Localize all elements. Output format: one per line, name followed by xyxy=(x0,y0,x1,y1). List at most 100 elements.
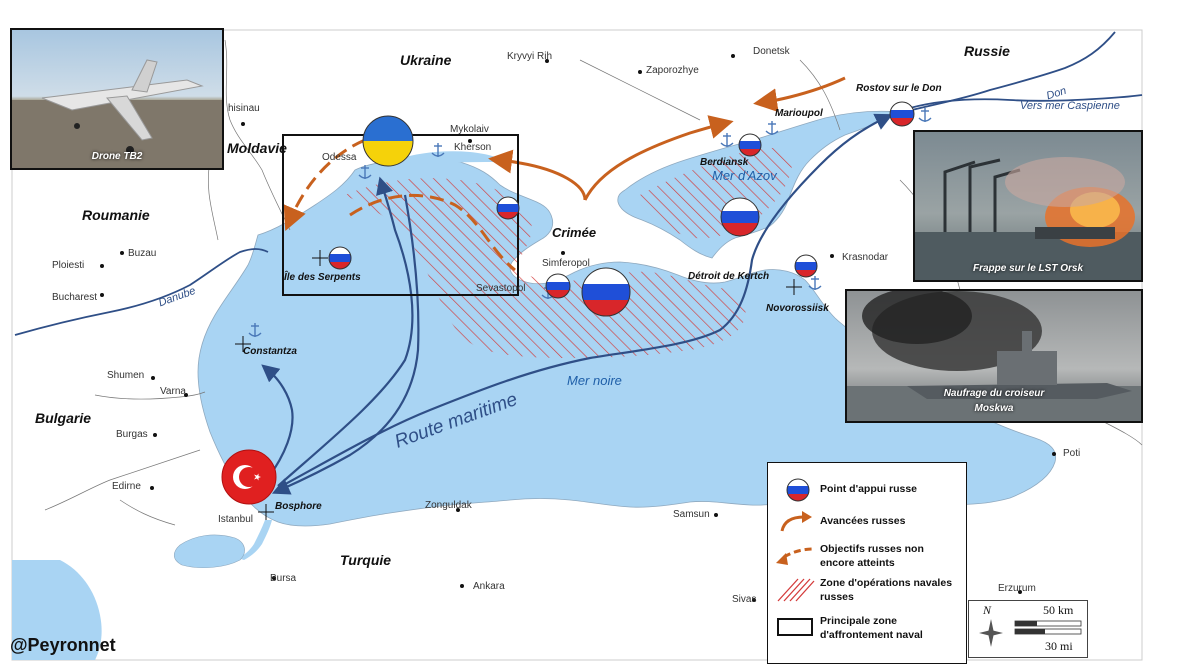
aegean-edge xyxy=(12,560,102,660)
route-odessa-bosphore xyxy=(271,194,420,495)
base-constantza: Constantza xyxy=(243,346,297,357)
city-sivas: Sivas xyxy=(732,594,757,605)
city-erzurum: Erzurum xyxy=(998,583,1036,594)
advance-arrow-northeast xyxy=(583,115,734,201)
naval-operations-zone xyxy=(345,178,746,358)
russian-flag-kertch xyxy=(720,197,760,237)
photo-drone: Drone TB2 xyxy=(10,28,224,170)
label-crimee: Crimée xyxy=(552,225,597,240)
don-river xyxy=(899,31,1116,114)
city-chisinau: hisinau xyxy=(228,103,260,114)
city-mykolaiv: Mykolaiv xyxy=(450,124,489,135)
legend-zone-label-1: Zone d'opérations navales xyxy=(820,577,953,589)
legend-hatch-icon xyxy=(777,578,815,602)
base-detroit-kertch: Détroit de Kertch xyxy=(688,271,770,282)
maritime-route xyxy=(277,113,893,489)
city-bucharest: Bucharest xyxy=(52,292,98,303)
label-ukraine: Ukraine xyxy=(400,52,452,68)
russian-flag-novorossiisk xyxy=(794,254,818,278)
caption-moskwa-1: Naufrage du croiseur xyxy=(943,388,1045,399)
legend-principale-label-1: Principale zone xyxy=(820,615,898,627)
caspian-river xyxy=(909,94,1143,109)
watermark: @Peyronnet xyxy=(10,635,116,655)
compass-rose-icon xyxy=(979,619,1003,647)
legend-dashed-arrow-icon xyxy=(776,547,815,565)
scale-box: N 50 km 30 mi xyxy=(968,600,1088,658)
drone-illustration xyxy=(12,59,222,168)
legend-zone-label-2: russes xyxy=(820,591,854,603)
legend-objectifs-label-2: encore atteints xyxy=(820,557,895,569)
route-to-constantza xyxy=(261,364,294,479)
russian-flag-ile-serpents xyxy=(328,246,352,270)
city-zonguldak: Zonguldak xyxy=(425,500,472,511)
caption-drone: Drone TB2 xyxy=(91,151,143,162)
base-marioupol: Marioupol xyxy=(775,108,823,119)
russian-flag-crimea-main xyxy=(581,267,631,317)
label-turquie: Turquie xyxy=(340,552,392,568)
legend-avancees-label: Avancées russes xyxy=(820,515,906,527)
scale-mi-label: 30 mi xyxy=(1045,639,1073,653)
label-roumanie: Roumanie xyxy=(82,207,150,223)
legend-principale-label-2: d'affrontement naval xyxy=(820,629,923,641)
base-ile-serpents: Île des Serpents xyxy=(284,272,361,283)
russian-flag-odessa-front xyxy=(496,196,520,220)
city-shumen: Shumen xyxy=(107,370,145,381)
city-sevastopol: Sevastopol xyxy=(476,283,526,294)
legend: Point d'appui russe Avancées russes Obje… xyxy=(767,462,967,664)
bosphorus xyxy=(238,520,272,560)
label-caspienne: Vers mer Caspienne xyxy=(1020,100,1120,112)
base-berdiansk: Berdiansk xyxy=(700,157,749,168)
base-novorossiisk: Novorossiisk xyxy=(766,303,829,314)
city-poti: Poti xyxy=(1063,448,1081,459)
photo-orsk: Frappe sur le LST Orsk xyxy=(913,130,1143,282)
objective-arc-odessa xyxy=(283,138,366,232)
caption-orsk: Frappe sur le LST Orsk xyxy=(972,263,1084,274)
label-bulgarie: Bulgarie xyxy=(35,410,92,426)
russian-base-markers xyxy=(328,101,915,317)
objective-arc-sevastopol xyxy=(349,193,516,272)
route-to-odessa xyxy=(277,176,414,487)
city-buzau: Buzau xyxy=(128,248,157,259)
legend-advance-arrow-icon xyxy=(780,511,812,532)
legend-point-appui-label: Point d'appui russe xyxy=(820,483,918,495)
city-ploiesti: Ploiesti xyxy=(52,260,85,271)
city-donetsk: Donetsk xyxy=(753,46,790,57)
scale-bar xyxy=(1014,620,1082,635)
orsk-illustration xyxy=(915,157,1141,280)
sea-of-marmara xyxy=(173,534,245,569)
russian-flag-rostov xyxy=(889,101,915,127)
city-krasnodar: Krasnodar xyxy=(842,252,889,263)
moskwa-illustration xyxy=(847,291,1141,421)
base-rostov: Rostov sur le Don xyxy=(856,83,942,94)
dnieper-estuary xyxy=(395,151,505,164)
legend-objectifs-label-1: Objectifs russes non xyxy=(820,543,924,555)
legend-russian-flag-icon xyxy=(786,478,810,502)
city-burgas: Burgas xyxy=(116,429,148,440)
base-bosphore: Bosphore xyxy=(275,501,322,512)
advance-arrow-mariupol xyxy=(753,76,846,113)
city-dots xyxy=(100,54,1056,602)
label-mer-noire: Mer noire xyxy=(567,373,622,388)
compass-north-label: N xyxy=(983,603,992,617)
city-zaporozhye: Zaporozhye xyxy=(646,65,699,76)
label-russie: Russie xyxy=(964,43,1010,59)
city-edirne: Edirne xyxy=(112,481,141,492)
advance-arrow-west xyxy=(488,149,587,201)
danube-river xyxy=(14,248,269,336)
city-bursa: Bursa xyxy=(270,573,297,584)
city-simferopol: Simferopol xyxy=(542,258,590,269)
photo-moskwa: Naufrage du croiseur Moskwa xyxy=(845,289,1143,423)
city-kryvyi-rih: Kryvyi Rih xyxy=(507,51,553,62)
city-odessa: Odessa xyxy=(322,152,357,163)
russian-flag-sevastopol xyxy=(545,273,571,299)
russian-flag-berdiansk xyxy=(738,133,762,157)
city-samsun: Samsun xyxy=(673,509,710,520)
city-kherson: Kherson xyxy=(454,142,492,153)
city-varna: Varna xyxy=(160,386,186,397)
city-istanbul: Istanbul xyxy=(218,514,254,525)
caption-moskwa-2: Moskwa xyxy=(974,403,1014,414)
city-ankara: Ankara xyxy=(473,581,505,592)
turkey-flag-marker xyxy=(221,449,277,505)
label-moldavie: Moldavie xyxy=(227,140,287,156)
